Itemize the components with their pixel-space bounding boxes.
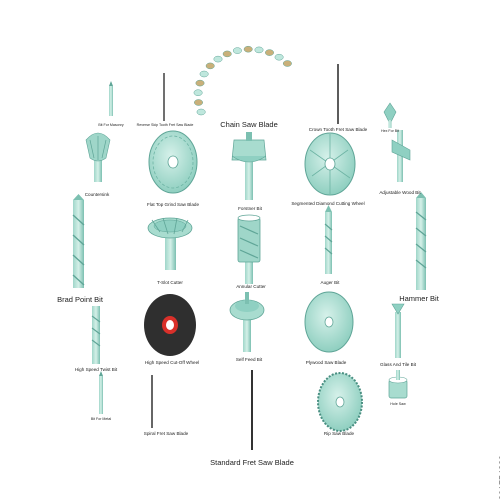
chain-link [265, 49, 274, 56]
brad-point-bit-icon [72, 194, 85, 288]
chain-link [205, 62, 215, 70]
label-metal-bit: Bit For Metal [90, 417, 112, 421]
chain-link [232, 47, 242, 54]
cut-off-wheel-icon [144, 294, 196, 356]
adjustable-wood-bit-icon [391, 130, 411, 182]
chain-link [213, 55, 223, 63]
label-flat-top-grind: Flat Top Grind Saw Blade [146, 202, 200, 207]
label-cut-off-wheel: High Speed Cut-Off Wheel [144, 360, 200, 365]
chain-link [193, 89, 203, 96]
label-glass-tile-bit: Glass And Tile Bit [379, 362, 417, 367]
label-diamond-wheel: Segmented Diamond Cutting Wheel [291, 201, 365, 206]
label-hammer-bit: Hammer Bit [399, 294, 439, 303]
twist-bit-icon [91, 306, 101, 364]
chain-link [199, 70, 209, 78]
diamond-wheel-icon [304, 132, 356, 196]
chain-link [196, 108, 206, 116]
auger-bit-icon [324, 205, 333, 274]
hole-saw-icon [388, 370, 408, 399]
hammer-bit-icon [415, 192, 427, 290]
annular-cutter-icon [237, 214, 261, 284]
label-countersink: Countersink [84, 192, 110, 197]
plywood-blade-icon [304, 291, 354, 353]
t-slot-cutter-icon [147, 217, 193, 270]
label-hex-bit: Hex For Bit [381, 129, 399, 133]
label-auger-bit: Auger Bit [320, 280, 340, 285]
label-self-feed-bit: Self Feed Bit [235, 357, 263, 362]
self-feed-bit-icon [229, 292, 265, 352]
chain-saw-blade-icon [193, 45, 292, 116]
label-annular-cutter: Annular Cutter [236, 284, 266, 289]
chain-link [274, 53, 284, 61]
chain-link [222, 50, 232, 58]
label-spiral-fret-blade: Spiral Fret Saw Blade [143, 431, 189, 436]
flat-top-grind-blade-icon [148, 130, 198, 194]
hex-bit-icon [383, 102, 397, 128]
label-reverse-skip-tooth: Reverse Skip Tooth Fret Saw Blade [136, 123, 194, 127]
label-brad-point-bit: Brad Point Bit [57, 295, 103, 304]
label-twist-bit: High Speed Twist Bit [74, 367, 118, 372]
chain-link [195, 79, 205, 87]
label-hole-saw: Hole Saw [390, 402, 406, 406]
forstner-bit-icon [231, 132, 267, 200]
label-rip-saw-blade: Rip Saw Blade [323, 431, 355, 436]
label-adjustable-wood-bit: Adjustable Wood Bit [379, 190, 421, 195]
countersink-icon [85, 132, 111, 182]
label-chain-saw-blade: Chain Saw Blade [220, 120, 278, 129]
label-crown-tooth: Crown Tooth Fret Saw Blade [308, 127, 368, 132]
chain-link [254, 46, 264, 54]
rip-saw-blade-icon [317, 372, 363, 432]
label-masonry-bit: Bit For Masonry [98, 123, 124, 127]
label-plywood-blade: Plywood Saw Blade [305, 360, 347, 365]
label-standard-fret-blade: Standard Fret Saw Blade [210, 458, 294, 467]
glass-tile-bit-icon [391, 303, 405, 358]
label-t-slot-cutter: T-Slot Cutter [157, 280, 183, 285]
chain-link [243, 45, 253, 53]
chain-link [282, 60, 292, 67]
masonry-bit-icon [109, 81, 113, 116]
label-forstner-bit: Forstner Bit [238, 206, 262, 211]
chain-link [194, 99, 203, 106]
metal-bit-icon [99, 371, 103, 414]
